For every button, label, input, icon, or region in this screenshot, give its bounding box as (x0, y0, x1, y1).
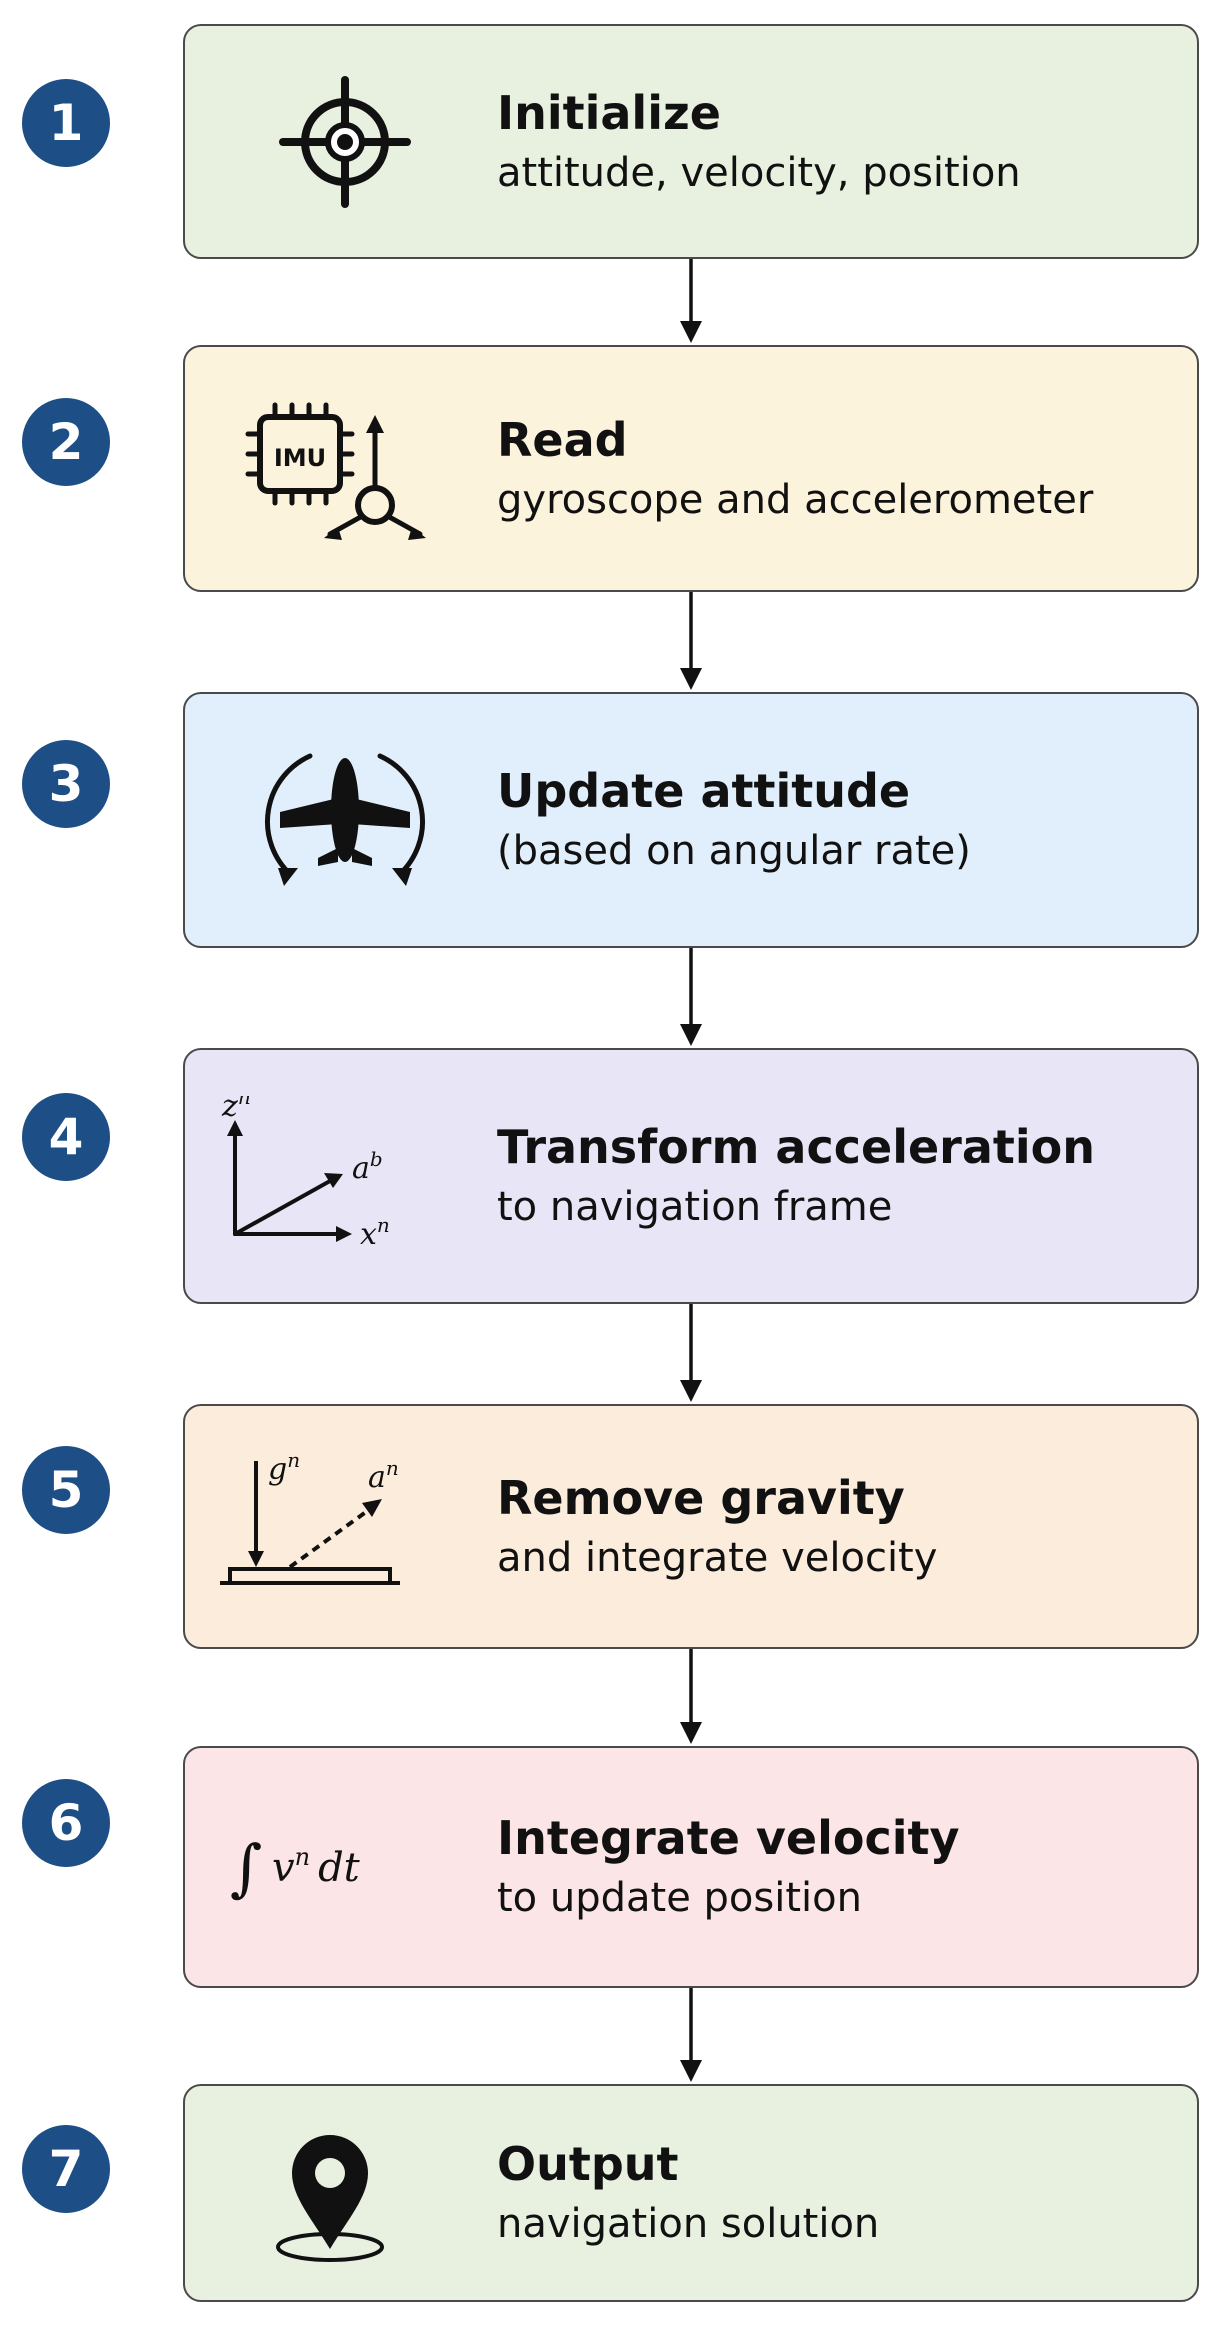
step-number-badge: 4 (22, 1093, 110, 1181)
svg-text:ab: ab (352, 1147, 383, 1186)
step-number-badge: 1 (22, 79, 110, 167)
step-subtitle: gyroscope and accelerometer (497, 476, 1094, 523)
step-card-initialize: Initialize attitude, velocity, position (183, 24, 1199, 259)
step-title: Initialize (497, 85, 721, 140)
step-title: Remove gravity (497, 1470, 905, 1525)
step-subtitle: and integrate velocity (497, 1534, 938, 1581)
step-subtitle: attitude, velocity, position (497, 149, 1021, 196)
step-title: Read (497, 412, 628, 467)
airplane-rotation-icon (220, 740, 440, 900)
step-card-output: Output navigation solution (183, 2084, 1199, 2302)
step-number-badge: 5 (22, 1446, 110, 1534)
down-arrow-connector (680, 1649, 702, 1744)
step-number-badge: 3 (22, 740, 110, 828)
svg-text:zn: zn (221, 1096, 251, 1124)
down-arrow-connector (680, 592, 702, 690)
step-title: Update attitude (497, 764, 911, 818)
step-card-transform-acceleration: zn ab xn Transform acceleration to navig… (183, 1048, 1199, 1304)
step-subtitle: navigation solution (497, 2201, 880, 2247)
down-arrow-connector (680, 1304, 702, 1402)
down-arrow-connector (680, 1988, 702, 2082)
svg-text:an: an (368, 1456, 399, 1495)
svg-text:IMU: IMU (274, 444, 326, 472)
step-title: Output (497, 2137, 679, 2191)
svg-text:∫: ∫ (230, 1831, 262, 1904)
svg-text:gn: gn (268, 1448, 300, 1487)
imu-chip-icon: IMU (220, 389, 440, 549)
step-title: Transform acceleration (497, 1120, 1095, 1174)
step-subtitle: to update position (497, 1875, 862, 1921)
gravity-vector-icon: gn an (220, 1447, 440, 1607)
step-subtitle: to navigation frame (497, 1184, 893, 1230)
down-arrow-connector (680, 948, 702, 1046)
step-number-badge: 2 (22, 398, 110, 486)
step-subtitle: (based on angular rate) (497, 828, 971, 874)
step-card-update-attitude: Update attitude (based on angular rate) (183, 692, 1199, 948)
step-card-remove-gravity: gn an Remove gravity and integrate veloc… (183, 1404, 1199, 1649)
step-number-badge: 6 (22, 1779, 110, 1867)
step-title: Integrate velocity (497, 1811, 960, 1865)
step-card-read: IMU Read gyroscope and accelerometer (183, 345, 1199, 592)
down-arrow-connector (680, 259, 702, 343)
coordinate-axes-icon: zn ab xn (220, 1085, 440, 1256)
step-number-badge: 7 (22, 2125, 110, 2213)
svg-text:xn: xn (360, 1213, 390, 1252)
location-pin-icon (220, 2113, 440, 2273)
crosshair-icon (220, 62, 440, 222)
